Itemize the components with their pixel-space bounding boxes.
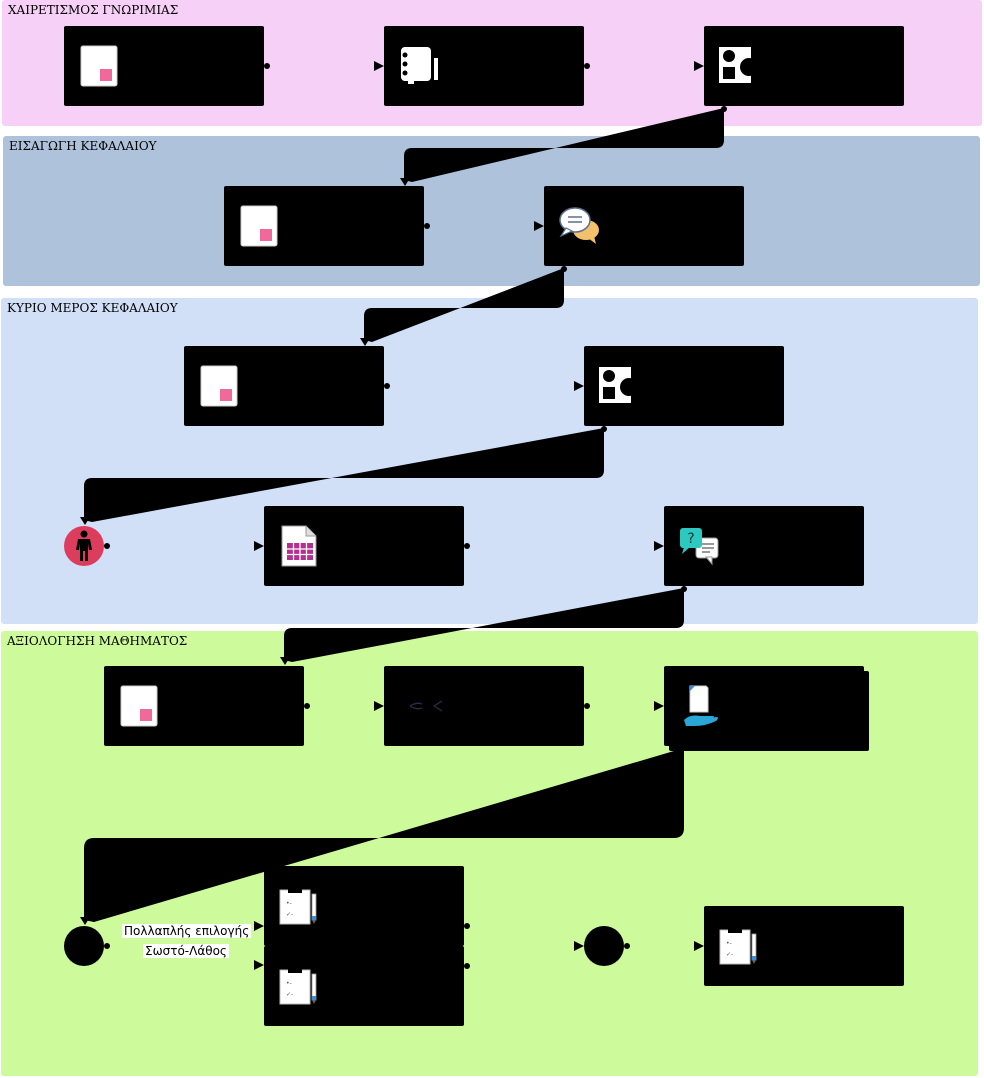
activity-assess-submission[interactable]: [664, 666, 864, 746]
arrowhead: [254, 960, 264, 970]
clipboard-pencil-icon: •- ✓-: [279, 968, 317, 1005]
connector-dot: [721, 106, 727, 112]
connector-dot: [424, 223, 430, 229]
svg-text:✓-: ✓-: [726, 951, 733, 958]
activity-intro-discussion[interactable]: [544, 186, 744, 266]
connector-dot: [584, 63, 590, 69]
connector-dot: [104, 543, 110, 549]
connector-main-row1-to-row2: [84, 428, 604, 522]
spreadsheet-icon: [281, 525, 317, 567]
connector-dot: [264, 63, 270, 69]
activity-main-shapes[interactable]: [584, 346, 784, 426]
connector-dot: [584, 703, 590, 709]
connector-dot: [624, 943, 630, 949]
note-icon: [200, 365, 238, 407]
chat-bubbles-icon: [559, 207, 599, 244]
branch-label-true-false: Σωστό-Λάθος: [143, 944, 229, 958]
connector-assess-row1-to-row2: [84, 748, 684, 922]
svg-text:•-: •-: [726, 940, 732, 947]
activity-greeting-notebook[interactable]: [384, 26, 584, 106]
arrowhead: [534, 221, 544, 231]
branch-label-multiple-choice: Πολλαπλής επιλογής: [122, 924, 252, 938]
activity-intro-note[interactable]: [224, 186, 424, 266]
activity-assess-code[interactable]: [384, 666, 584, 746]
connector-dot: [464, 543, 470, 549]
connector-dot: [601, 426, 607, 432]
activity-main-note[interactable]: [184, 346, 384, 426]
activity-assess-note[interactable]: [104, 666, 304, 746]
activity-greeting-shapes[interactable]: [704, 26, 904, 106]
person-event[interactable]: [64, 526, 104, 566]
arrowhead: [694, 61, 704, 71]
lane-title: ΚΥΡΙΟ ΜΕΡΟΣ ΚΕΦΑΛΑΙΟΥ: [7, 301, 178, 315]
person-icon: [76, 530, 92, 561]
arrowhead: [694, 941, 704, 951]
lane-title: ΧΑΙΡΕΤΙΣΜΟΣ ΓΝΩΡΙΜΙΑΣ: [8, 3, 179, 17]
activity-quiz-multiple-choice[interactable]: •- ✓-: [264, 866, 464, 946]
lane-title: ΑΞΙΟΛΟΓΗΣΗ ΜΑΘΗΜΑΤΟΣ: [7, 634, 188, 648]
arrowhead: [400, 178, 410, 186]
gateway-join[interactable]: [584, 926, 624, 966]
arrowhead: [254, 921, 264, 931]
connector-lane3-to-lane4: [284, 588, 684, 662]
connector-dot: [464, 963, 470, 969]
arrowhead: [80, 517, 90, 525]
connector-dot: [104, 943, 110, 949]
clipboard-pencil-icon: •- ✓-: [279, 888, 317, 925]
connector-dot: [304, 703, 310, 709]
arrowhead: [80, 917, 90, 925]
arrowhead: [574, 381, 584, 391]
connector-dot: [464, 923, 470, 929]
clipboard-pencil-icon: •- ✓-: [719, 928, 757, 965]
connector-dot: [681, 586, 687, 592]
activity-final-quiz[interactable]: •- ✓-: [704, 906, 904, 986]
svg-text:?: ?: [687, 531, 694, 547]
gateway-split[interactable]: [64, 926, 104, 966]
connector-lane2-to-lane3: [364, 268, 564, 342]
shapes-icon: [599, 367, 638, 403]
svg-text:•-: •-: [286, 900, 292, 907]
svg-text:✓-: ✓-: [286, 991, 293, 998]
hand-document-icon: [684, 685, 718, 726]
connector-dot: [384, 383, 390, 389]
arrowhead: [374, 701, 384, 711]
activity-quiz-true-false[interactable]: •- ✓-: [264, 946, 464, 1026]
arrowhead: [360, 338, 370, 346]
code-brackets-icon: [409, 700, 443, 712]
arrowhead: [574, 941, 584, 951]
svg-text:✓-: ✓-: [286, 911, 293, 918]
activity-main-question-chat[interactable]: ?: [664, 506, 864, 586]
activity-main-spreadsheet[interactable]: [264, 506, 464, 586]
connector-dot: [561, 266, 567, 272]
arrowhead: [654, 701, 664, 711]
arrowhead: [374, 61, 384, 71]
connector-lane1-to-lane2: [404, 108, 724, 182]
note-icon: [240, 205, 278, 247]
arrowhead: [654, 541, 664, 551]
note-icon: [120, 685, 158, 727]
shapes-icon: [719, 47, 758, 83]
arrowhead: [280, 657, 290, 665]
svg-text:•-: •-: [286, 980, 292, 987]
activity-greeting-note[interactable]: [64, 26, 264, 106]
notebook-icon: [401, 47, 438, 84]
arrowhead: [254, 541, 264, 551]
note-icon: [80, 45, 118, 87]
question-chat-icon: ?: [680, 528, 719, 566]
lane-title: ΕΙΣΑΓΩΓΗ ΚΕΦΑΛΑΙΟΥ: [9, 139, 157, 153]
